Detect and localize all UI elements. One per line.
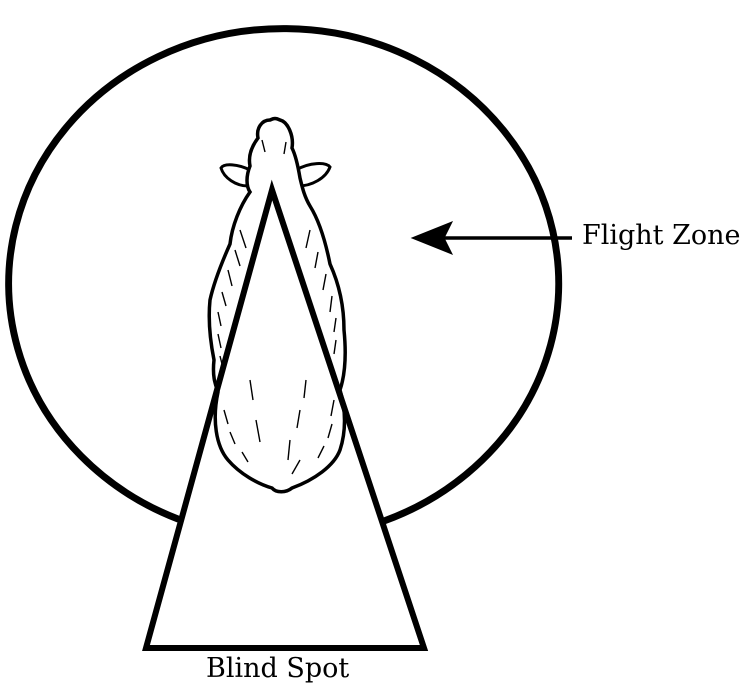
flight-zone-arrow (412, 222, 572, 254)
flight-zone-label: Flight Zone (582, 222, 741, 249)
cow-top-view (209, 119, 345, 492)
blind-spot-label: Blind Spot (206, 655, 349, 682)
